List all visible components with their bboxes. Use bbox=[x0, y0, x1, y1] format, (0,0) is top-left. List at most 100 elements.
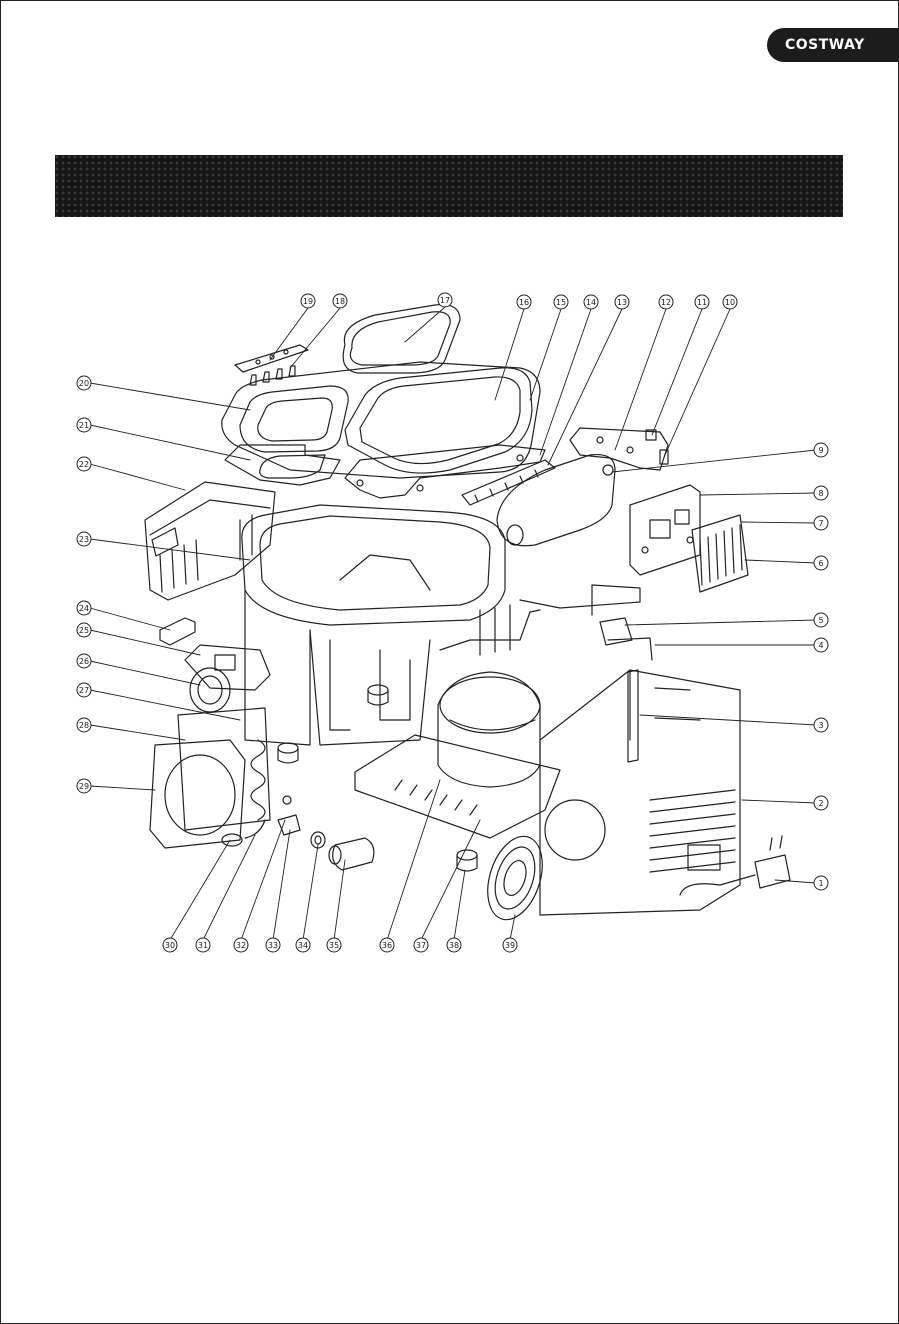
callout-22: 22 bbox=[77, 457, 91, 471]
callout-number: 9 bbox=[818, 446, 823, 455]
callout-39: 39 bbox=[503, 938, 517, 952]
callout-number: 14 bbox=[586, 298, 596, 307]
part-lid-cover bbox=[345, 368, 532, 473]
part-clip-small bbox=[646, 430, 668, 464]
callout-4: 4 bbox=[814, 638, 828, 652]
callout-number: 7 bbox=[818, 519, 823, 528]
part-button-set bbox=[250, 366, 295, 385]
callout-11: 11 bbox=[695, 295, 709, 309]
callout-28: 28 bbox=[77, 718, 91, 732]
callout-number: 31 bbox=[198, 941, 208, 950]
part-outer-housing bbox=[540, 670, 740, 915]
callout-number: 27 bbox=[79, 686, 89, 695]
callout-2: 2 bbox=[814, 796, 828, 810]
callout-number: 37 bbox=[416, 941, 426, 950]
part-compressor bbox=[438, 672, 540, 787]
callout-number: 16 bbox=[519, 298, 529, 307]
callout-5: 5 bbox=[814, 613, 828, 627]
callout-number: 26 bbox=[79, 657, 89, 666]
part-pump-clip bbox=[160, 618, 195, 645]
callout-number: 10 bbox=[725, 298, 735, 307]
callout-12: 12 bbox=[659, 295, 673, 309]
callout-36: 36 bbox=[380, 938, 394, 952]
callout-number: 12 bbox=[661, 298, 671, 307]
callout-25: 25 bbox=[77, 623, 91, 637]
callout-number: 23 bbox=[79, 535, 89, 544]
callout-17: 17 bbox=[438, 293, 452, 307]
callout-number: 8 bbox=[818, 489, 823, 498]
part-fan-motor bbox=[190, 668, 230, 712]
callout-6: 6 bbox=[814, 556, 828, 570]
part-fan-guard bbox=[478, 829, 552, 926]
callout-number: 30 bbox=[165, 941, 175, 950]
part-inner-water-tank bbox=[242, 505, 505, 625]
callout-1: 1 bbox=[814, 876, 828, 890]
callout-26: 26 bbox=[77, 654, 91, 668]
callout-number: 17 bbox=[440, 296, 450, 305]
callout-13: 13 bbox=[615, 295, 629, 309]
callout-7: 7 bbox=[814, 516, 828, 530]
callout-number: 20 bbox=[79, 379, 89, 388]
callout-number: 36 bbox=[382, 941, 392, 950]
callout-14: 14 bbox=[584, 295, 598, 309]
callout-number: 34 bbox=[298, 941, 308, 950]
callout-number: 32 bbox=[236, 941, 246, 950]
part-evaporator-bracket bbox=[570, 428, 668, 470]
part-fan-shroud bbox=[150, 740, 245, 848]
callout-20: 20 bbox=[77, 376, 91, 390]
callout-16: 16 bbox=[517, 295, 531, 309]
callout-18: 18 bbox=[333, 294, 347, 308]
part-foot-center bbox=[368, 685, 388, 705]
callout-31: 31 bbox=[196, 938, 210, 952]
callout-29: 29 bbox=[77, 779, 91, 793]
part-ice-basket bbox=[145, 482, 275, 600]
callout-19: 19 bbox=[301, 294, 315, 308]
callout-number: 6 bbox=[818, 559, 823, 568]
callout-number: 21 bbox=[79, 421, 89, 430]
callout-number: 18 bbox=[335, 297, 345, 306]
part-upper-frame bbox=[222, 362, 540, 478]
callout-number: 38 bbox=[449, 941, 459, 950]
callout-number: 1 bbox=[818, 879, 823, 888]
callout-number: 24 bbox=[79, 604, 89, 613]
part-base-plate bbox=[355, 735, 560, 838]
callout-24: 24 bbox=[77, 601, 91, 615]
callout-8: 8 bbox=[814, 486, 828, 500]
callout-number: 4 bbox=[818, 641, 823, 650]
callout-number: 11 bbox=[697, 298, 707, 307]
part-control-board bbox=[630, 485, 700, 575]
callout-number: 2 bbox=[818, 799, 823, 808]
callout-23: 23 bbox=[77, 532, 91, 546]
callout-9: 9 bbox=[814, 443, 828, 457]
callout-number: 25 bbox=[79, 626, 89, 635]
part-water-pump bbox=[185, 645, 270, 690]
callout-3: 3 bbox=[814, 718, 828, 732]
callout-30: 30 bbox=[163, 938, 177, 952]
part-foot-small bbox=[278, 743, 298, 763]
callout-34: 34 bbox=[296, 938, 310, 952]
part-solenoid bbox=[329, 838, 374, 870]
callout-15: 15 bbox=[554, 295, 568, 309]
callout-32: 32 bbox=[234, 938, 248, 952]
callout-37: 37 bbox=[414, 938, 428, 952]
callout-21: 21 bbox=[77, 418, 91, 432]
callout-number: 13 bbox=[617, 298, 627, 307]
callout-35: 35 bbox=[327, 938, 341, 952]
callout-number: 22 bbox=[79, 460, 89, 469]
callout-number: 5 bbox=[818, 616, 823, 625]
callout-number: 15 bbox=[556, 298, 566, 307]
callout-10: 10 bbox=[723, 295, 737, 309]
callout-number: 28 bbox=[79, 721, 89, 730]
callout-number: 33 bbox=[268, 941, 278, 950]
part-top-lid-window bbox=[343, 305, 460, 373]
part-condenser bbox=[178, 708, 270, 830]
callout-number: 19 bbox=[303, 297, 313, 306]
part-expansion-valve bbox=[600, 618, 632, 645]
callout-number: 3 bbox=[818, 721, 823, 730]
callout-number: 29 bbox=[79, 782, 89, 791]
callout-38: 38 bbox=[447, 938, 461, 952]
part-body-frame bbox=[245, 590, 430, 745]
callout-27: 27 bbox=[77, 683, 91, 697]
callout-number: 39 bbox=[505, 941, 515, 950]
